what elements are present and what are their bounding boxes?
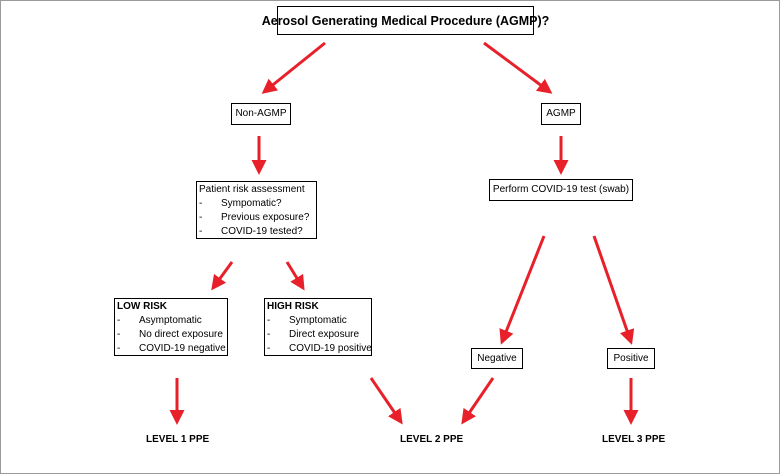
risk-assessment-item: COVID-19 tested?: [197, 225, 316, 239]
arrow-test-to-positive: [592, 235, 635, 345]
high-risk-list: Symptomatic Direct exposure COVID-19 pos…: [265, 314, 372, 356]
risk-assessment-item: Previous exposure?: [197, 211, 316, 225]
low-risk-list: Asymptomatic No direct exposure COVID-19…: [115, 314, 227, 356]
arrow-test-to-negative: [499, 235, 546, 345]
non-agmp-label: Non-AGMP: [235, 108, 287, 119]
negative-box: Negative: [471, 348, 523, 369]
risk-assessment-list: Sympomatic? Previous exposure? COVID-19 …: [197, 197, 316, 239]
agmp-question-box: Aerosol Generating Medical Procedure (AG…: [262, 6, 549, 35]
negative-label: Negative: [477, 352, 517, 364]
high-risk-item: Symptomatic: [265, 314, 371, 328]
high-risk-box: HIGH RISK Symptomatic Direct exposure CO…: [264, 298, 372, 356]
arrow-title-to-agmp: [483, 41, 553, 94]
covid-test-label: Perform COVID-19 test (swab): [492, 184, 630, 195]
low-risk-box: LOW RISK Asymptomatic No direct exposure…: [114, 298, 228, 356]
positive-box: Positive: [607, 348, 655, 369]
risk-assessment-item: Sympomatic?: [197, 197, 316, 211]
agmp-question-text: Aerosol Generating Medical Procedure (AG…: [261, 13, 550, 28]
low-risk-heading: LOW RISK: [117, 301, 167, 312]
agmp-label: AGMP: [546, 108, 576, 119]
low-risk-item: COVID-19 negative: [115, 342, 227, 356]
high-risk-item: Direct exposure: [265, 328, 371, 342]
level-2-ppe-label: LEVEL 2 PPE: [400, 434, 464, 445]
risk-assessment-box: Patient risk assessment Sympomatic? Prev…: [196, 181, 317, 239]
level-3-ppe-label: LEVEL 3 PPE: [602, 434, 666, 445]
arrow-negative-to-level2: [461, 377, 495, 425]
positive-label: Positive: [613, 352, 649, 364]
non-agmp-box: Non-AGMP: [231, 103, 291, 125]
low-risk-item: No direct exposure: [115, 328, 227, 342]
arrow-assessment-to-lowrisk: [211, 261, 234, 291]
arrow-title-to-nonagmp: [261, 41, 326, 94]
arrow-highrisk-to-level2: [369, 377, 403, 425]
arrow-assessment-to-highrisk: [285, 261, 305, 291]
covid-test-box: Perform COVID-19 test (swab): [489, 179, 633, 201]
low-risk-item: Asymptomatic: [115, 314, 227, 328]
level-1-ppe-label: LEVEL 1 PPE: [146, 434, 210, 445]
agmp-box: AGMP: [541, 103, 581, 125]
high-risk-item: COVID-19 positive: [265, 342, 372, 356]
risk-assessment-heading: Patient risk assessment: [199, 184, 305, 195]
high-risk-heading: HIGH RISK: [267, 301, 319, 312]
